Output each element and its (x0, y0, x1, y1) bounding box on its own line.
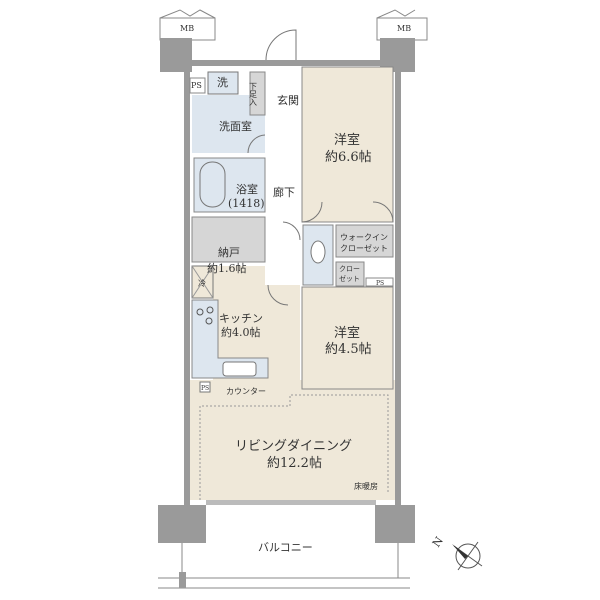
bath-label: 浴室 (236, 182, 258, 196)
western-room-1-size: 約6.6帖 (325, 150, 372, 165)
living-dining-room (190, 380, 395, 500)
structural-columns (158, 38, 415, 543)
kitchen-size: 約4.0帖 (221, 325, 261, 339)
compass-north-label: N (430, 534, 446, 550)
ps-top (189, 77, 206, 94)
mb-right-label: MB (397, 24, 411, 33)
entrance-label: 玄関 (277, 93, 299, 107)
closet-label-1: クロー (339, 265, 360, 273)
hallway-label: 廊下 (273, 185, 295, 199)
balcony-label: バルコニー (258, 541, 313, 554)
washroom-label: 洗面室 (219, 119, 252, 133)
storage-room (191, 216, 266, 263)
doors (247, 29, 394, 306)
toilet-icon (310, 240, 326, 264)
mb-right: MB (376, 9, 428, 41)
ps-kitchen (199, 381, 211, 393)
kitchen-counter (191, 299, 269, 379)
western-room-1 (301, 66, 394, 223)
washer-space (207, 71, 239, 95)
kitchen-aisle (265, 285, 300, 385)
washer-label: 洗 (217, 76, 228, 89)
ps-top-label: PS (191, 81, 202, 90)
living-dining-name: リビングダイニング (235, 439, 352, 454)
walk-in-closet (335, 224, 394, 258)
fridge-label: 冷 (198, 278, 206, 288)
western-room-2 (301, 286, 394, 390)
counter-label: カウンター (226, 387, 266, 396)
western-room-2-name: 洋室 (334, 325, 360, 341)
wic-label-2: クローゼット (340, 243, 388, 253)
wic-label-1: ウォークイン (340, 233, 388, 242)
labels: PS 洗 下足入 玄関 洗面室 浴室 (1418) 廊下 洋室 約6.6帖 納戸… (191, 76, 388, 554)
bath-room (193, 157, 266, 213)
fridge-icon (191, 265, 214, 299)
mb-left-label: MB (180, 24, 194, 33)
ps-closet-label: PS (376, 280, 384, 287)
floor-heating-label: 床暖房 (354, 481, 378, 491)
ps-closet (365, 277, 394, 287)
ps-kitchen-label: PS (201, 385, 209, 392)
compass-icon: N (430, 534, 483, 571)
outer-walls (184, 60, 401, 505)
closet-label-2: ゼット (339, 274, 360, 283)
shoe-storage (249, 71, 266, 116)
balcony (158, 543, 410, 589)
storage-name: 納戸 (218, 246, 240, 259)
bath-size-label: (1418) (228, 197, 265, 210)
floor-heating-area (199, 394, 389, 500)
storage-size: 約1.6帖 (207, 261, 247, 275)
kitchen-name: キッチン (219, 312, 263, 325)
western-room-2-size: 約4.5帖 (325, 342, 372, 357)
closet (335, 261, 365, 287)
mb-left: MB (159, 9, 216, 41)
stove-icon (196, 306, 214, 325)
shoe-storage-label: 下足入 (249, 82, 258, 106)
living-dining-size: 約12.2帖 (267, 456, 322, 471)
bathtub-icon (199, 161, 226, 208)
western-room-1-name: 洋室 (334, 132, 360, 148)
sink-icon (222, 361, 257, 377)
